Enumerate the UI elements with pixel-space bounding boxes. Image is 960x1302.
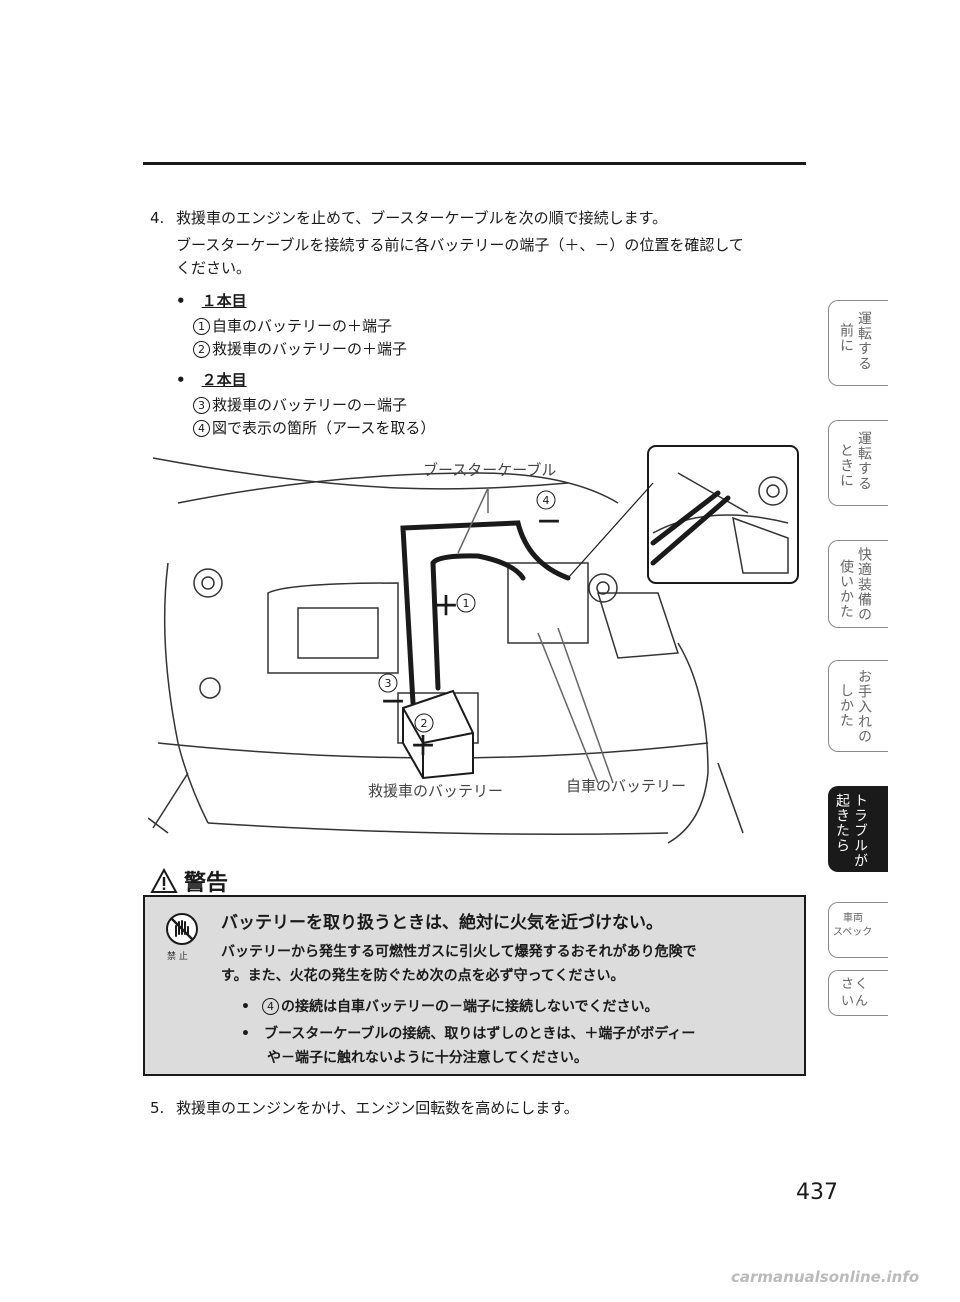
minus-sign-ground: － xyxy=(536,508,562,538)
warning-box: 禁 止 バッテリーを取り扱うときは、絶対に火気を近づけない。 バッテリーから発生… xyxy=(143,895,806,1076)
step4-line2: ブースターケーブルを接続する前に各バッテリーの端子（＋、－）の位置を確認して xyxy=(176,236,744,254)
step4-line1: 4.救援車のエンジンを止めて、ブースターケーブルを次の順で接続します。 xyxy=(150,206,667,230)
top-rule xyxy=(143,162,806,165)
marker-2: 2 xyxy=(414,713,434,733)
cable-label: ブースターケーブル xyxy=(423,461,556,479)
tab-when-driving[interactable]: 運転する ときに xyxy=(828,420,888,506)
warning-body-2: す。また、火花の発生を防ぐため次の点を必ず守ってください。 xyxy=(221,968,625,984)
warning-heading: 警告 xyxy=(150,865,228,897)
circled-number: 4 xyxy=(261,998,279,1015)
plus-sign-own: ＋ xyxy=(433,592,459,622)
own-battery-label: 自車のバッテリー xyxy=(566,777,686,795)
warning-headline: バッテリーを取り扱うときは、絶対に火気を近づけない。 xyxy=(221,913,663,933)
cable1-heading: •１本目 xyxy=(176,292,247,310)
circled-number: 3 xyxy=(193,397,210,414)
circled-number: 4 xyxy=(193,420,210,437)
svg-text:4: 4 xyxy=(543,494,550,507)
marker-3: 3 xyxy=(378,673,398,693)
tab-troubleshooting[interactable]: トラブルが 起きたら xyxy=(828,786,888,872)
warning-bullet-2-cont: や－端子に触れないように十分注意してください。 xyxy=(267,1050,588,1066)
circled-number: 1 xyxy=(193,318,210,335)
warning-bullet-2: •ブースターケーブルの接続、取りはずしのときは、＋端子がボディー xyxy=(241,1026,696,1042)
minus-sign-rescue: － xyxy=(380,688,406,718)
prohibited-label: 禁 止 xyxy=(167,952,188,962)
tab-comfort-equipment[interactable]: 快適装備の 使いかた xyxy=(828,540,888,628)
jump-start-diagram: ブースターケーブル 救援車のバッテリー 自車のバッテリー ＋ 1 ＋ 2 － 3… xyxy=(148,445,799,844)
warning-body-1: バッテリーから発生する可燃性ガスに引火して爆発するおそれがあり危険で xyxy=(221,944,697,960)
tab-vehicle-specs[interactable]: 車両 スペック xyxy=(828,902,888,958)
tab-index[interactable]: さく いん xyxy=(828,970,888,1016)
warning-triangle-icon xyxy=(150,867,178,893)
step-number: 5. xyxy=(150,1099,165,1117)
tab-before-driving[interactable]: 運転する 前に xyxy=(828,300,888,386)
step4-line3: ください。 xyxy=(176,259,252,277)
marker-1: 1 xyxy=(456,593,476,613)
plus-sign-rescue: ＋ xyxy=(410,732,436,762)
booster-cables xyxy=(400,520,571,706)
svg-text:3: 3 xyxy=(385,677,392,690)
step5: 5.救援車のエンジンをかけ、エンジン回転数を高めにします。 xyxy=(150,1096,579,1120)
marker-4: 4 xyxy=(536,490,556,510)
rescue-battery-drawing xyxy=(402,689,474,780)
svg-text:1: 1 xyxy=(463,597,470,610)
rescue-battery-label: 救援車のバッテリー xyxy=(368,782,503,800)
tab-maintenance[interactable]: お手入れの しかた xyxy=(828,660,888,752)
cable2-heading: •２本目 xyxy=(176,371,247,389)
svg-text:2: 2 xyxy=(421,717,428,730)
prohibited-hand-icon xyxy=(166,913,198,945)
step-number: 4. xyxy=(150,209,165,227)
footer-watermark: carmanualsonline.info xyxy=(731,1268,920,1286)
page-number: 437 xyxy=(796,1180,838,1205)
circled-number: 2 xyxy=(193,341,210,358)
